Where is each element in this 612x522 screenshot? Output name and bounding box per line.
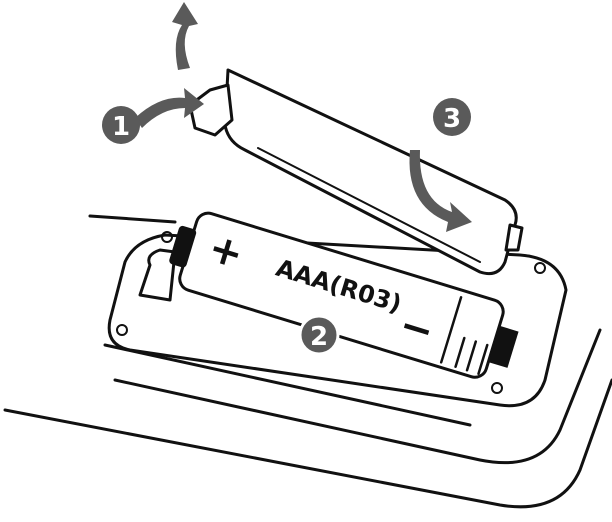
- svg-text:3: 3: [443, 104, 461, 134]
- step-badge-1: 1: [102, 106, 140, 144]
- battery-aaa: + AAA(R03) −: [169, 211, 519, 379]
- svg-text:1: 1: [112, 112, 130, 142]
- battery-negative-terminal: [488, 325, 519, 368]
- step-badge-2: 2: [298, 314, 340, 356]
- svg-text:2: 2: [310, 322, 328, 352]
- step-badge-3: 3: [433, 98, 471, 136]
- push-clip-arrow: [135, 88, 204, 128]
- battery-cover: [188, 68, 524, 276]
- arrows: [135, 2, 472, 232]
- battery-positive-terminal: [169, 225, 197, 268]
- close-cover-arrow: [409, 150, 472, 232]
- lift-up-arrow: [172, 2, 198, 70]
